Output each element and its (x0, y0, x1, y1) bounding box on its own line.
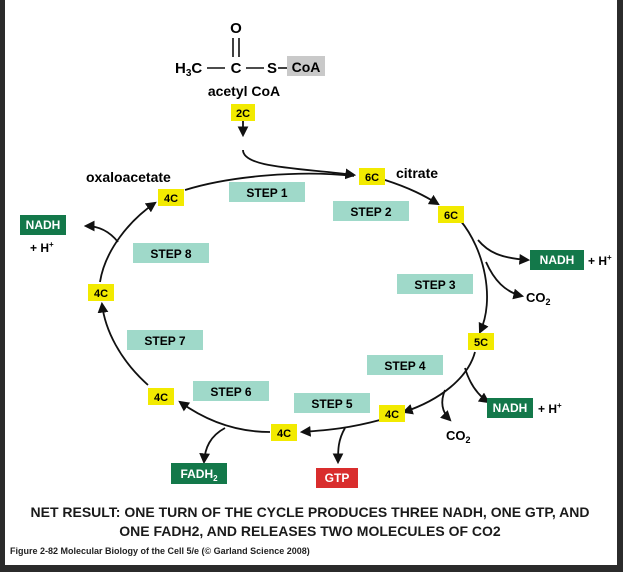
oxaloacetate-label: oxaloacetate (86, 169, 171, 185)
step-2: STEP 2 (350, 205, 391, 219)
gtp-label: GTP (325, 471, 350, 485)
coa-label: CoA (292, 59, 321, 75)
right-border (617, 0, 623, 572)
acetyl-coa-label: acetyl CoA (208, 83, 280, 99)
oxygen-atom: O (230, 20, 242, 37)
tag-fumarate: 4C (154, 392, 168, 404)
step-5: STEP 5 (311, 397, 352, 411)
acetyl-coa-structure: O H3C C S CoA acetyl CoA (175, 20, 325, 99)
tag-citrate: 6C (365, 172, 379, 184)
step-7: STEP 7 (144, 334, 185, 348)
step5-arrow (299, 419, 381, 437)
h-plus-step8: + H+ (30, 240, 54, 255)
step-3: STEP 3 (414, 278, 455, 292)
fadh2-label: FADH2 (180, 467, 218, 483)
step6-fadh2-arrow (199, 427, 226, 465)
step3-arrow (459, 219, 489, 334)
net-result: NET RESULT: ONE TURN OF THE CYCLE PRODUC… (10, 503, 610, 541)
step8-nadh-arrow (83, 220, 119, 243)
step8-arrow (99, 201, 157, 283)
citrate-label: citrate (396, 165, 438, 181)
step-4: STEP 4 (384, 359, 425, 373)
tag-ketoglutarate: 5C (474, 337, 488, 349)
condensation-arrow (242, 149, 357, 180)
coa-box (287, 56, 325, 76)
step3-co2-arrow (485, 261, 525, 300)
net-result-line-1: NET RESULT: ONE TURN OF THE CYCLE PRODUC… (30, 504, 590, 520)
step7-arrow (97, 301, 149, 386)
tag-acetyl: 2C (236, 108, 250, 120)
step5-gtp-arrow (332, 427, 346, 465)
tag-succinate: 4C (277, 428, 291, 440)
co2-step4: CO2 (446, 428, 471, 445)
left-border (0, 0, 5, 572)
co2-step3: CO2 (526, 290, 551, 307)
tag-malate: 4C (94, 288, 108, 300)
gtp-box (316, 468, 358, 488)
h-plus-step3: + H+ (588, 253, 612, 268)
nadh-box-step4 (487, 398, 533, 418)
nadh-box-step3 (530, 250, 584, 270)
methyl-group: H3C (175, 60, 202, 79)
h-plus-step4: + H+ (538, 401, 562, 416)
figure-caption: Figure 2-82 Molecular Biology of the Cel… (10, 546, 310, 556)
carbonyl-carbon: C (231, 60, 242, 77)
cycle-arrows (83, 120, 531, 465)
step4-co2-arrow (440, 389, 452, 422)
net-result-line-2: ONE FADH2, AND RELEASES TWO MOLECULES OF… (119, 523, 501, 539)
step1-arc (184, 172, 355, 191)
tag-succinyl: 4C (385, 409, 399, 421)
step6-arrow (178, 400, 271, 433)
step4-arrow (401, 351, 476, 415)
sulfur-atom: S (267, 60, 277, 77)
products: NADH + H+ NADH + H+ CO2 NADH + H+ CO2 GT… (20, 215, 612, 488)
bottom-border (0, 565, 623, 572)
step-1: STEP 1 (246, 186, 287, 200)
step3-nadh-arrow (477, 239, 531, 265)
nadh-box-step8 (20, 215, 66, 235)
tag-isocitrate: 6C (444, 210, 458, 222)
tag-oxaloacetate: 4C (164, 193, 178, 205)
nadh-label-step4: NADH (493, 401, 528, 415)
step-boxes: STEP 1 STEP 2 STEP 3 STEP 4 STEP 5 STEP … (127, 182, 473, 413)
nadh-label-step3: NADH (540, 253, 575, 267)
step2-arrow (384, 179, 440, 206)
step-8: STEP 8 (150, 247, 191, 261)
step-6: STEP 6 (210, 385, 251, 399)
nadh-label-step8: NADH (26, 218, 61, 232)
carbon-tags: 2C 6C 6C 5C 4C 4C 4C 4C 4C (88, 104, 494, 441)
step4-nadh-arrow (464, 367, 490, 404)
fadh2-box (171, 463, 227, 484)
